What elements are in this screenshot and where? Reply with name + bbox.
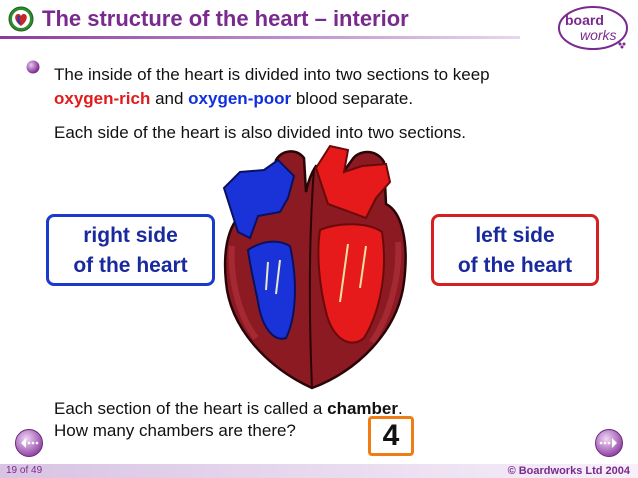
heart-cross-section-diagram bbox=[222, 144, 407, 390]
header-divider bbox=[0, 36, 520, 39]
page-counter: 19 of 49 bbox=[6, 465, 43, 476]
left-side-line2: of the heart bbox=[457, 254, 573, 277]
page-title: The structure of the heart – interior bbox=[42, 6, 409, 31]
heart-icon bbox=[8, 6, 34, 32]
question-line1-end: . bbox=[397, 399, 403, 418]
right-ventricle bbox=[246, 240, 296, 340]
right-side-line2: of the heart bbox=[73, 254, 188, 277]
left-side-label: left side of the heart bbox=[431, 214, 599, 286]
intro-line1: The inside of the heart is divided into … bbox=[54, 65, 490, 84]
right-side-line1: right side bbox=[83, 224, 178, 247]
logo-text-bottom: works bbox=[580, 27, 617, 43]
question-line2: How many chambers are there? bbox=[54, 421, 296, 440]
left-ventricle bbox=[317, 223, 385, 344]
term-oxygen-poor: oxygen-poor bbox=[188, 89, 292, 108]
footer-bar bbox=[0, 464, 638, 478]
septum-line bbox=[308, 167, 315, 389]
left-side-line1: left side bbox=[475, 224, 555, 247]
right-side-label: right side of the heart bbox=[46, 214, 215, 286]
bullet-icon bbox=[26, 60, 40, 74]
logo-text-top: board bbox=[565, 12, 604, 28]
right-atrium bbox=[222, 158, 296, 240]
intro-conjunction: and bbox=[150, 89, 189, 108]
intro-paragraph: The inside of the heart is divided into … bbox=[54, 63, 624, 111]
answer-box: 4 bbox=[368, 416, 414, 456]
question-line1-start: Each section of the heart is called a bbox=[54, 399, 328, 418]
next-arrow-icon[interactable] bbox=[594, 428, 624, 458]
sides-paragraph: Each side of the heart is also divided i… bbox=[54, 123, 467, 142]
prev-arrow-icon[interactable] bbox=[14, 428, 44, 458]
term-chamber: chamber bbox=[327, 399, 398, 418]
copyright-text: © Boardworks Ltd 2004 bbox=[507, 465, 630, 477]
intro-line2-end: blood separate. bbox=[291, 89, 414, 108]
term-oxygen-rich: oxygen-rich bbox=[54, 89, 151, 108]
chamber-question: Each section of the heart is called a ch… bbox=[54, 398, 403, 442]
left-atrium bbox=[314, 144, 392, 220]
boardworks-logo: board works bbox=[558, 6, 628, 50]
